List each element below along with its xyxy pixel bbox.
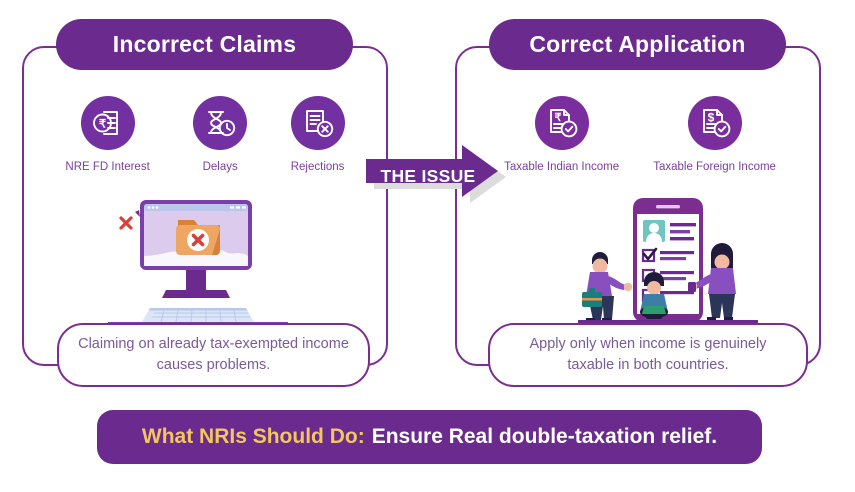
left-panel-caption: Claiming on already tax-exempted income … bbox=[57, 323, 370, 387]
icon-label: Delays bbox=[202, 161, 238, 173]
mobile-form-people-illustration bbox=[578, 196, 758, 331]
the-issue-arrow: THE ISSUE bbox=[366, 145, 514, 207]
right-panel-title: Correct Application bbox=[489, 19, 786, 70]
right-panel-icon-row: ₹ Taxable Indian Income $ bbox=[470, 96, 810, 173]
icon-label: Taxable Indian Income bbox=[504, 161, 620, 173]
icon-item-delays: Delays bbox=[193, 96, 248, 173]
hourglass-clock-icon bbox=[193, 96, 248, 150]
left-panel-icon-row: ₹ NRE FD Interest Delays bbox=[22, 96, 388, 173]
bottom-banner: What NRIs Should Do: Ensure Real double-… bbox=[97, 410, 762, 464]
rupee-document-check-icon: ₹ bbox=[534, 96, 589, 150]
document-reject-icon bbox=[290, 96, 345, 150]
banner-highlight-text: What NRIs Should Do: bbox=[141, 425, 365, 448]
icon-item-nre-fd-interest: ₹ NRE FD Interest bbox=[65, 96, 150, 173]
banner-body-text: Ensure Real double-taxation relief. bbox=[371, 425, 718, 448]
left-panel-title: Incorrect Claims bbox=[56, 19, 353, 70]
icon-label: Taxable Foreign Income bbox=[653, 161, 776, 173]
rupee-document-icon: ₹ bbox=[80, 96, 135, 150]
desktop-monitor-error-folder-illustration bbox=[108, 196, 288, 331]
icon-label: NRE FD Interest bbox=[65, 161, 150, 173]
icon-item-taxable-foreign-income: $ Taxable Foreign Income bbox=[653, 96, 776, 173]
svg-text:₹: ₹ bbox=[554, 112, 561, 124]
icon-item-rejections: Rejections bbox=[290, 96, 345, 173]
svg-text:₹: ₹ bbox=[98, 119, 106, 131]
icon-item-taxable-indian-income: ₹ Taxable Indian Income bbox=[504, 96, 619, 173]
dollar-document-check-icon: $ bbox=[687, 96, 742, 150]
svg-text:$: $ bbox=[707, 111, 714, 125]
arrow-label: THE ISSUE bbox=[380, 165, 476, 186]
right-panel-caption: Apply only when income is genuinely taxa… bbox=[488, 323, 808, 387]
icon-label: Rejections bbox=[290, 161, 345, 173]
